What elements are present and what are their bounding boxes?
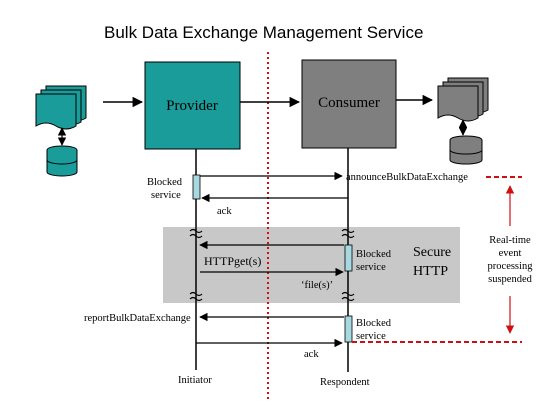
realtime-line1: Real-time <box>489 235 531 246</box>
provider-database-icon <box>35 85 87 177</box>
report-label: reportBulkDataExchange <box>84 313 191 324</box>
blocked-service-left-line1: Blocked <box>147 177 183 188</box>
secure-http-band <box>163 227 460 303</box>
respondent-label: Respondent <box>320 377 370 388</box>
files-label: ‘file(s)’ <box>301 280 333 291</box>
realtime-line3: processing <box>488 261 534 272</box>
secure-label: Secure <box>413 245 451 260</box>
realtime-line4: suspended <box>488 274 532 285</box>
blocked-service-mid-line1: Blocked <box>356 249 392 260</box>
lifeline-breaks <box>189 228 355 302</box>
activation-provider <box>192 174 201 200</box>
provider-box <box>144 61 241 150</box>
consumer-box <box>301 59 397 149</box>
ack-label-1: ack <box>217 206 232 217</box>
http-label: HTTP <box>413 264 448 279</box>
blocked-service-left-line2: service <box>151 190 181 201</box>
blocked-service-bottom-line1: Blocked <box>356 318 392 329</box>
consumer-label: Consumer <box>318 95 380 111</box>
activation-consumer-mid <box>344 244 353 272</box>
consumer-database-icon <box>437 77 489 165</box>
ack-label-2: ack <box>304 349 319 360</box>
blocked-service-mid-line2: service <box>356 262 386 273</box>
diagram-title: Bulk Data Exchange Management Service <box>104 23 423 42</box>
blocked-service-bottom-line2: service <box>356 331 386 342</box>
initiator-label: Initiator <box>178 375 212 386</box>
httpget-label: HTTPget(s) <box>204 254 261 268</box>
realtime-line2: event <box>499 248 522 259</box>
announce-label: announceBulkDataExchange <box>346 172 468 183</box>
activation-consumer-bottom <box>344 315 353 343</box>
provider-label: Provider <box>166 98 218 114</box>
